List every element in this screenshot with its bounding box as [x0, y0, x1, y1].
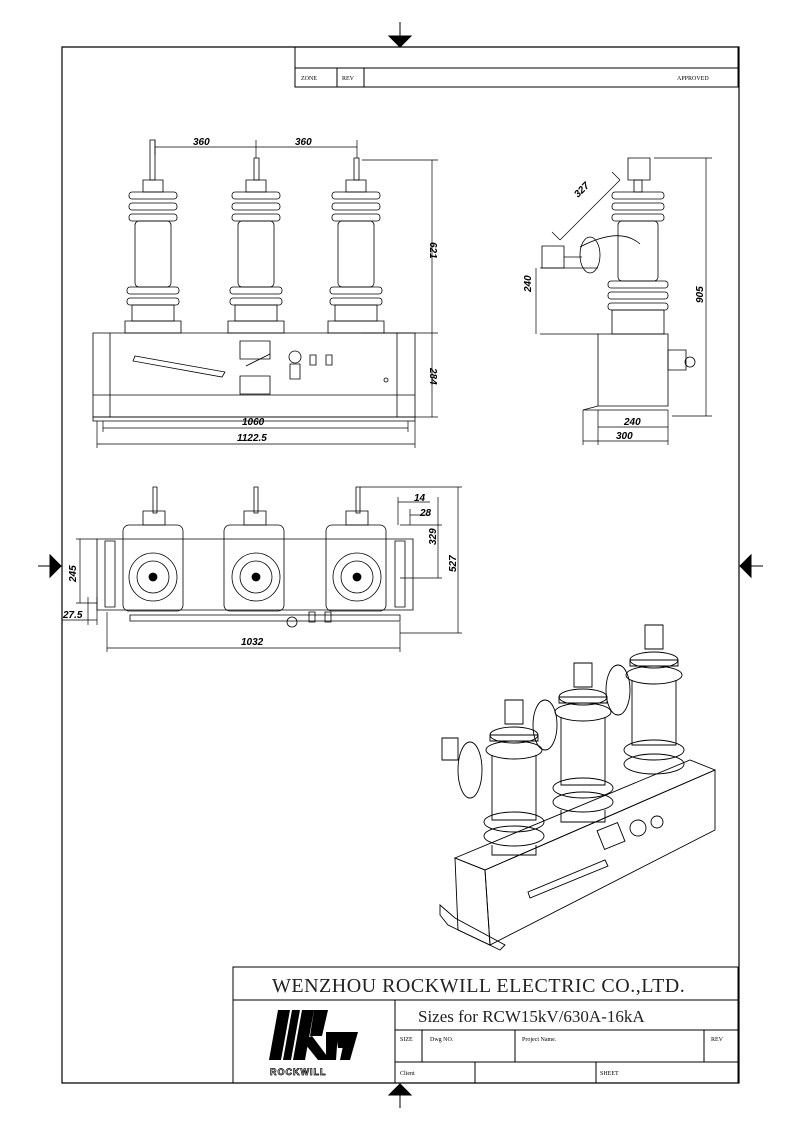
centering-arrow-bottom — [389, 1084, 411, 1108]
dwg-label: Dwg NO. — [430, 1037, 454, 1043]
front-mechanism-box — [93, 333, 415, 417]
project-label: Project Name. — [522, 1037, 557, 1043]
centering-arrow-right — [739, 555, 763, 577]
front-pole-1 — [125, 140, 181, 333]
rev-label-title: REV — [711, 1037, 724, 1043]
side-lower-terminal — [542, 246, 564, 268]
dim-pitch-right: 360 — [295, 137, 312, 148]
front-dimensions — [97, 140, 438, 448]
side-view — [542, 158, 695, 410]
dim-box-height: 284 — [427, 367, 438, 385]
approved-label: APPROVED — [677, 76, 709, 82]
top-pole-2 — [224, 487, 284, 611]
front-pole-3 — [328, 158, 384, 333]
dim-base-inner: 240 — [623, 417, 641, 428]
iso-pole-3 — [606, 625, 684, 774]
dim-arm-length: 327 — [572, 180, 592, 200]
iso-handle — [528, 860, 608, 898]
dim-base-outer: 300 — [616, 431, 633, 442]
side-top-terminal — [628, 158, 650, 180]
company-name: WENZHOU ROCKWILL ELECTRIC CO.,LTD. — [272, 975, 685, 997]
dim-inner-width: 1060 — [242, 417, 265, 428]
dim-terminal-height: 240 — [523, 275, 534, 293]
isometric-view — [440, 625, 715, 950]
title-block — [233, 967, 738, 1083]
dim-pole-height: 621 — [427, 242, 438, 259]
centering-arrow-top — [389, 22, 411, 47]
rev-label: REV — [342, 76, 355, 82]
dim-offset-a: 14 — [414, 493, 426, 504]
front-view — [93, 140, 415, 421]
revision-block: ZONE REV APPROVED — [295, 47, 738, 87]
dim-depth-total: 527 — [448, 555, 459, 572]
top-dimensions — [62, 487, 462, 652]
top-frame — [97, 539, 413, 610]
top-pole-1 — [123, 487, 183, 611]
iso-pole-2 — [533, 663, 613, 822]
side-cable-lug — [580, 237, 600, 273]
dim-top-width: 1032 — [241, 637, 264, 648]
dim-mount-depth: 245 — [68, 565, 79, 583]
drawing-title: Sizes for RCW15kV/630A-16kA — [418, 1007, 645, 1026]
operating-handle — [133, 356, 225, 377]
name-plate — [240, 341, 270, 359]
dim-pitch-left: 360 — [193, 137, 210, 148]
side-dimensions — [536, 158, 712, 445]
logo-text: ROCKWILL — [270, 1067, 327, 1077]
iso-pole-1 — [442, 700, 544, 855]
zone-label: ZONE — [301, 76, 317, 82]
dim-edge-offset: 27.5 — [62, 610, 83, 621]
dim-offset-b: 28 — [419, 508, 432, 519]
side-mechanism-box — [598, 334, 668, 406]
rw-mark-icon — [269, 1010, 358, 1060]
top-pole-3 — [326, 487, 386, 611]
sheet-label: SHEET — [600, 1071, 619, 1077]
rockwill-logo: ROCKWILL — [269, 1010, 358, 1077]
client-label: Client — [400, 1071, 415, 1077]
centering-arrow-left — [38, 555, 62, 577]
dim-overall-width: 1122.5 — [237, 433, 267, 444]
size-label: SIZE — [400, 1037, 413, 1043]
dim-depth-a: 329 — [428, 528, 439, 545]
dim-total-height: 905 — [695, 286, 706, 303]
top-view — [97, 487, 413, 627]
front-pole-2 — [228, 158, 284, 333]
